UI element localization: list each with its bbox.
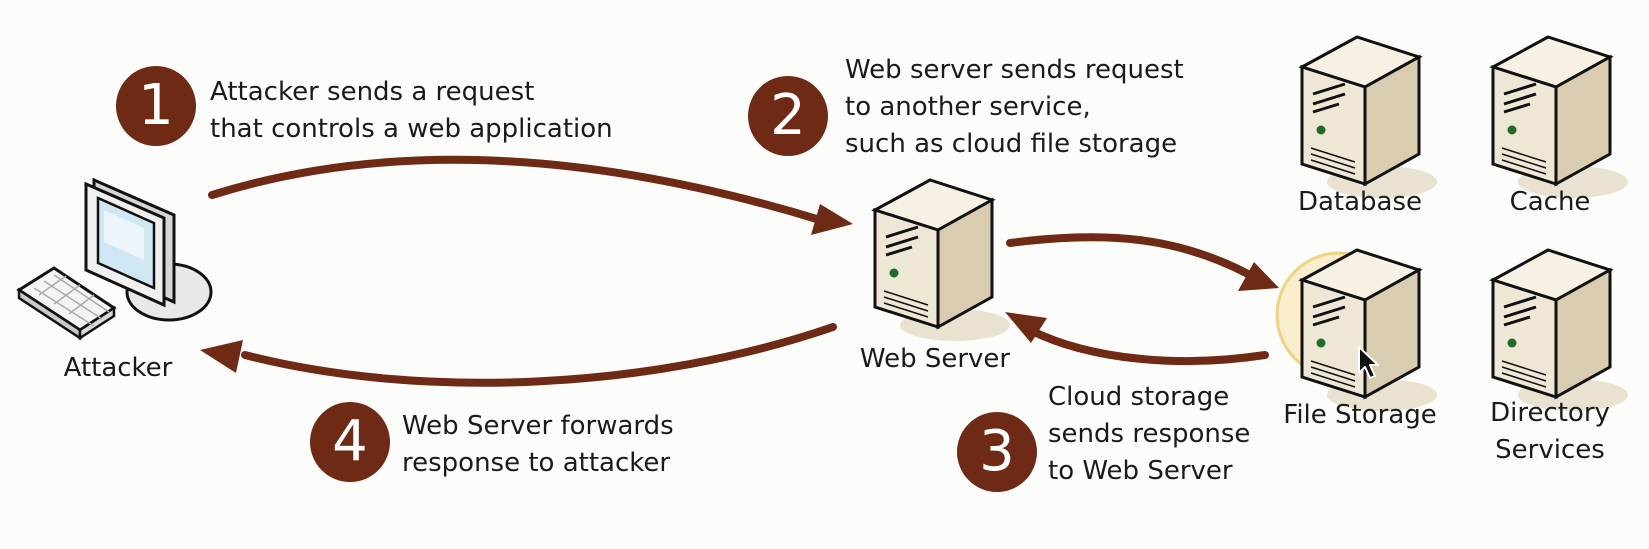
step-3-line-3: to Web Server	[1048, 456, 1233, 486]
arrowhead-4	[200, 340, 243, 373]
step-1-description: Attacker sends a request that controls a…	[210, 74, 613, 148]
desktop-computer-icon	[14, 170, 214, 350]
arrow-attacker-to-webserver	[208, 155, 824, 224]
arrow-webserver-to-filestorage	[1006, 233, 1254, 279]
step-3-line-2: sends response	[1048, 419, 1251, 449]
step-4-badge: 4	[310, 402, 390, 482]
step-4-line-1: Web Server forwards	[402, 411, 674, 441]
step-2-line-1: Web server sends request	[845, 55, 1184, 85]
arrowhead-3	[1005, 312, 1047, 343]
directory-services-label: Directory Services	[1470, 395, 1630, 469]
server-icon	[1275, 245, 1437, 415]
server-icon	[1488, 245, 1628, 415]
directory-services-line-2: Services	[1495, 435, 1605, 465]
step-2-badge: 2	[748, 76, 828, 156]
arrowhead-2	[1238, 262, 1279, 291]
web-server-label: Web Server	[859, 344, 1011, 374]
server-icon	[1488, 32, 1628, 202]
step-1-line-1: Attacker sends a request	[210, 77, 535, 107]
mouse-pointer-icon	[1356, 345, 1384, 381]
server-icon	[870, 175, 1010, 345]
step-2-line-2: to another service,	[845, 92, 1091, 122]
step-1-line-2: that controls a web application	[210, 114, 613, 144]
attacker-label: Attacker	[63, 353, 173, 383]
step-1-badge: 1	[116, 66, 196, 146]
arrow-webserver-to-attacker	[241, 323, 837, 387]
step-2-description: Web server sends request to another serv…	[845, 52, 1184, 163]
step-2-line-3: such as cloud file storage	[845, 129, 1178, 159]
step-3-line-1: Cloud storage	[1048, 382, 1230, 412]
directory-services-line-1: Directory	[1490, 398, 1610, 428]
database-label: Database	[1297, 187, 1423, 217]
step-3-badge: 3	[957, 412, 1037, 492]
step-4-line-2: response to attacker	[402, 448, 671, 478]
step-4-description: Web Server forwards response to attacker	[402, 408, 674, 482]
arrow-filestorage-to-webserver	[1026, 326, 1269, 366]
arrowhead-1	[811, 204, 853, 235]
file-storage-label: File Storage	[1283, 400, 1437, 430]
cache-label: Cache	[1509, 187, 1591, 217]
step-3-description: Cloud storage sends response to Web Serv…	[1048, 379, 1250, 490]
server-icon	[1297, 32, 1437, 202]
